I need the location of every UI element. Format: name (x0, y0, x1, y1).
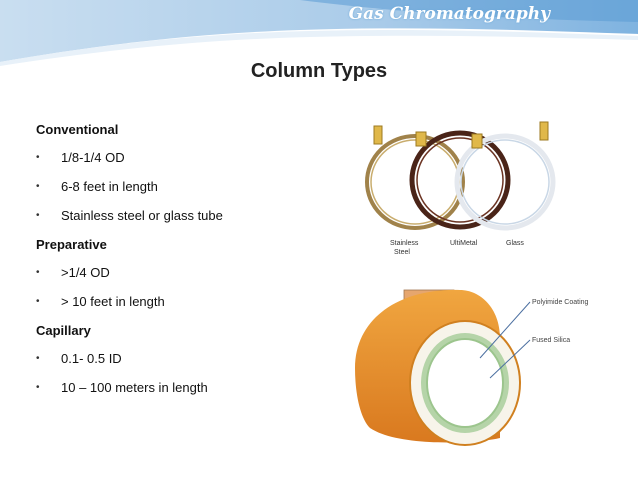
list-item-text: 6-8 feet in length (61, 179, 158, 194)
list-item: • > 10 feet in length (36, 290, 336, 319)
coiled-columns-image: Stainless Steel UltiMetal Glass (365, 121, 556, 256)
section-heading-preparative: Preparative (36, 237, 107, 252)
coil-label-stainless: Stainless (390, 240, 419, 247)
capillary-tube-image: Polyimide Coating Fused Silica (355, 289, 589, 446)
slide-title: Column Types (250, 60, 388, 82)
coil-label-steel: Steel (394, 249, 410, 256)
section-heading-capillary: Capillary (36, 323, 91, 338)
list-item-text: 1/8-1/4 OD (61, 150, 125, 165)
list-item: • 6-8 feet in length (36, 175, 336, 204)
list-item: • >1/4 OD (36, 261, 336, 290)
list-item: • 0.1- 0.5 ID (36, 347, 336, 376)
bullet-icon: • (36, 210, 40, 221)
list-item-text: 10 – 100 meters in length (61, 380, 208, 395)
header-title: Gas Chromatography (348, 4, 550, 24)
coil-label-glass: Glass (506, 240, 524, 247)
header-banner (0, 0, 638, 66)
bullet-icon: • (36, 353, 40, 364)
bullet-icon: • (36, 152, 40, 163)
tube-label-polyimide: Polyimide Coating (532, 299, 589, 306)
bullet-icon: • (36, 382, 40, 393)
list-item-text: 0.1- 0.5 ID (61, 351, 122, 366)
list-item: • 10 – 100 meters in length (36, 376, 336, 405)
list-item: • Stainless steel or glass tube (36, 204, 336, 233)
list-item-text: > 10 feet in length (61, 294, 165, 309)
tube-label-fused-silica: Fused Silica (532, 337, 570, 344)
list-item-text: >1/4 OD (61, 265, 110, 280)
list-item: • 1/8-1/4 OD (36, 146, 336, 175)
bullet-icon: • (36, 296, 40, 307)
bullet-icon: • (36, 267, 40, 278)
section-heading-conventional: Conventional (36, 122, 119, 137)
list-item-text: Stainless steel or glass tube (61, 208, 223, 223)
bullet-list: Conventional • 1/8-1/4 OD • 6-8 feet in le… (36, 118, 336, 405)
bullet-icon: • (36, 181, 40, 192)
coil-label-ultimetal: UltiMetal (450, 240, 478, 247)
